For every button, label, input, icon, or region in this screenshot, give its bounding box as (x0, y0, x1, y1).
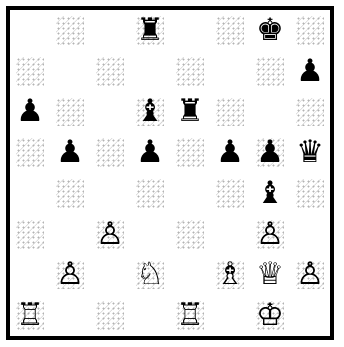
square-h4[interactable] (290, 173, 330, 214)
square-h1[interactable] (290, 295, 330, 336)
square-a8[interactable] (10, 10, 50, 51)
black-bishop-icon[interactable]: ♝ (136, 96, 164, 127)
black-pawn-icon[interactable]: ♟ (56, 137, 84, 168)
square-b7[interactable] (50, 51, 90, 92)
square-a4[interactable] (10, 173, 50, 214)
square-f5[interactable]: ♟ (210, 132, 250, 173)
white-pawn-icon[interactable]: ♙ (296, 259, 324, 290)
square-d1[interactable] (130, 295, 170, 336)
square-c6[interactable] (90, 92, 130, 133)
white-pawn-icon[interactable]: ♙ (256, 219, 284, 250)
square-d4[interactable] (130, 173, 170, 214)
square-b1[interactable] (50, 295, 90, 336)
square-f4[interactable] (210, 173, 250, 214)
square-c4[interactable] (90, 173, 130, 214)
square-b4[interactable] (50, 173, 90, 214)
square-g8[interactable]: ♚ (250, 10, 290, 51)
square-g3[interactable]: ♙ (250, 214, 290, 255)
square-b2[interactable]: ♙ (50, 255, 90, 296)
square-f7[interactable] (210, 51, 250, 92)
square-f8[interactable] (210, 10, 250, 51)
square-d6[interactable]: ♝ (130, 92, 170, 133)
white-king-icon[interactable]: ♔ (256, 300, 284, 331)
square-a6[interactable]: ♟ (10, 92, 50, 133)
black-pawn-icon[interactable]: ♟ (16, 96, 44, 127)
square-a3[interactable] (10, 214, 50, 255)
square-h5[interactable]: ♛ (290, 132, 330, 173)
square-e2[interactable] (170, 255, 210, 296)
white-bishop-icon[interactable]: ♗ (216, 259, 244, 290)
chess-board-frame: ♜ ♚ ♟ ♟ ♝ ♜ ♟ ♟ ♟ ♟ ♛ ♝ ♙ ♙ ♙ ♘ ♗ ♕ ♙ ♖ ♖ ♔ (6, 6, 334, 340)
square-a7[interactable] (10, 51, 50, 92)
white-rook-icon[interactable]: ♖ (16, 300, 44, 331)
white-knight-icon[interactable]: ♘ (136, 259, 164, 290)
square-c8[interactable] (90, 10, 130, 51)
square-b8[interactable] (50, 10, 90, 51)
square-h3[interactable] (290, 214, 330, 255)
square-a1[interactable]: ♖ (10, 295, 50, 336)
square-b3[interactable] (50, 214, 90, 255)
square-g2[interactable]: ♕ (250, 255, 290, 296)
square-g7[interactable] (250, 51, 290, 92)
square-c7[interactable] (90, 51, 130, 92)
square-g1[interactable]: ♔ (250, 295, 290, 336)
square-g5[interactable]: ♟ (250, 132, 290, 173)
square-h8[interactable] (290, 10, 330, 51)
square-f2[interactable]: ♗ (210, 255, 250, 296)
black-bishop-icon[interactable]: ♝ (256, 178, 284, 209)
square-h7[interactable]: ♟ (290, 51, 330, 92)
square-h6[interactable] (290, 92, 330, 133)
square-a5[interactable] (10, 132, 50, 173)
black-rook-icon[interactable]: ♜ (176, 96, 204, 127)
white-pawn-icon[interactable]: ♙ (96, 219, 124, 250)
black-pawn-icon[interactable]: ♟ (136, 137, 164, 168)
black-pawn-icon[interactable]: ♟ (296, 56, 324, 87)
square-b6[interactable] (50, 92, 90, 133)
square-e5[interactable] (170, 132, 210, 173)
white-rook-icon[interactable]: ♖ (176, 300, 204, 331)
square-e1[interactable]: ♖ (170, 295, 210, 336)
square-c1[interactable] (90, 295, 130, 336)
square-f6[interactable] (210, 92, 250, 133)
square-e3[interactable] (170, 214, 210, 255)
black-rook-icon[interactable]: ♜ (136, 15, 164, 46)
square-a2[interactable] (10, 255, 50, 296)
square-d3[interactable] (130, 214, 170, 255)
square-c2[interactable] (90, 255, 130, 296)
square-e8[interactable] (170, 10, 210, 51)
square-d5[interactable]: ♟ (130, 132, 170, 173)
square-g4[interactable]: ♝ (250, 173, 290, 214)
square-d2[interactable]: ♘ (130, 255, 170, 296)
square-e6[interactable]: ♜ (170, 92, 210, 133)
square-d7[interactable] (130, 51, 170, 92)
square-h2[interactable]: ♙ (290, 255, 330, 296)
square-c3[interactable]: ♙ (90, 214, 130, 255)
black-pawn-icon[interactable]: ♟ (256, 137, 284, 168)
square-e4[interactable] (170, 173, 210, 214)
square-b5[interactable]: ♟ (50, 132, 90, 173)
black-queen-icon[interactable]: ♛ (296, 137, 324, 168)
square-f3[interactable] (210, 214, 250, 255)
square-e7[interactable] (170, 51, 210, 92)
chess-board: ♜ ♚ ♟ ♟ ♝ ♜ ♟ ♟ ♟ ♟ ♛ ♝ ♙ ♙ ♙ ♘ ♗ ♕ ♙ ♖ ♖ ♔ (10, 10, 330, 336)
black-king-icon[interactable]: ♚ (256, 15, 284, 46)
square-d8[interactable]: ♜ (130, 10, 170, 51)
black-pawn-icon[interactable]: ♟ (216, 137, 244, 168)
white-queen-icon[interactable]: ♕ (256, 259, 284, 290)
square-f1[interactable] (210, 295, 250, 336)
square-g6[interactable] (250, 92, 290, 133)
white-pawn-icon[interactable]: ♙ (56, 259, 84, 290)
square-c5[interactable] (90, 132, 130, 173)
